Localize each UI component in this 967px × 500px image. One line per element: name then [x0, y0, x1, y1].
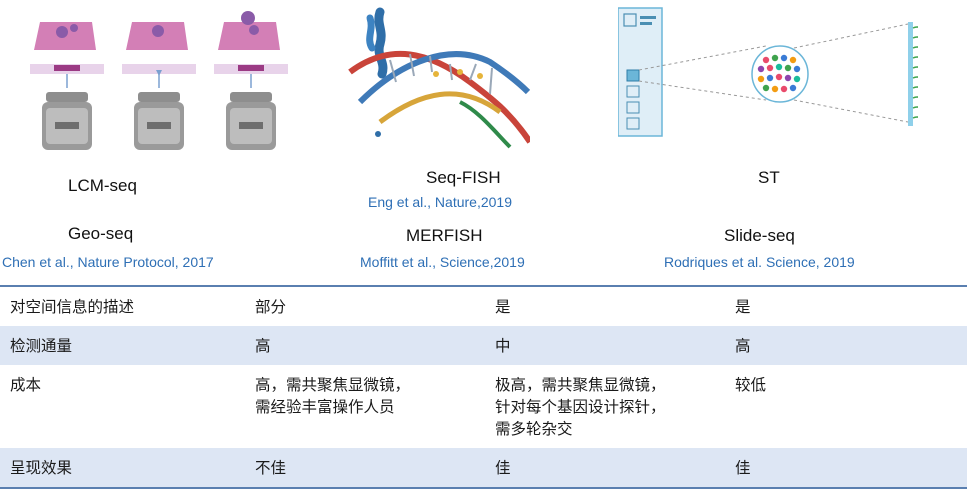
table-cell: 佳	[485, 448, 725, 489]
cell-line: 高，需共聚焦显微镜，	[255, 376, 411, 394]
row-header-cost: 成本	[10, 376, 42, 394]
cell-line: 需经验丰富操作人员	[255, 398, 395, 416]
method-label-seq-fish: Seq-FISH	[426, 168, 501, 187]
cell-line: 需多轮杂交	[495, 420, 573, 438]
citation-rodriques: Rodriques et al. Science, 2019	[664, 254, 855, 270]
comparison-table: 对空间信息的描述 部分 是 是 检测通量 高 中 高 成本 高，需共聚焦显微镜，…	[0, 285, 967, 489]
method-st-slideseq: ST Slide-seq Rodriques et al. Science, 2…	[618, 0, 967, 282]
method-label-merfish: MERFISH	[406, 226, 483, 245]
cell-line: 较低	[735, 376, 767, 394]
row-header-throughput: 检测通量	[0, 326, 245, 365]
cell-line: 极高，需共聚焦显微镜，	[495, 376, 666, 394]
method-lcm-geo: LCM-seq Geo-seq Chen et al., Nature Prot…	[0, 0, 320, 282]
citation-moffitt: Moffitt et al., Science,2019	[360, 254, 525, 270]
table-cell: 是	[485, 285, 725, 326]
table-cell: 高	[725, 326, 967, 365]
row-header-presentation: 呈现效果	[0, 448, 245, 489]
methods-figure: LCM-seq Geo-seq Chen et al., Nature Prot…	[0, 0, 967, 282]
lcm-illustration	[30, 11, 288, 150]
table-cell: 佳	[725, 448, 967, 489]
table-cell: 高	[245, 326, 485, 365]
row-header-spatial-info: 对空间信息的描述	[0, 285, 245, 326]
table-cell: 是	[725, 285, 967, 326]
method-label-st: ST	[758, 168, 780, 187]
table-row: 检测通量 高 中 高	[0, 326, 967, 365]
table-row: 成本 高，需共聚焦显微镜， 需经验丰富操作人员 极高，需共聚焦显微镜， 针对每个…	[0, 365, 967, 448]
table-cell: 极高，需共聚焦显微镜， 针对每个基因设计探针， 需多轮杂交	[485, 365, 725, 448]
table-cell: 部分	[245, 285, 485, 326]
cell-line: 针对每个基因设计探针，	[495, 398, 666, 416]
table-cell: 中	[485, 326, 725, 365]
table-cell: 高，需共聚焦显微镜， 需经验丰富操作人员	[245, 365, 485, 448]
method-label-slide-seq: Slide-seq	[724, 226, 795, 245]
method-seqfish-merfish: Seq-FISH Eng et al., Nature,2019 MERFISH…	[330, 0, 630, 282]
table-cell: 不佳	[245, 448, 485, 489]
method-label-geo-seq: Geo-seq	[68, 224, 134, 243]
citation-eng: Eng et al., Nature,2019	[368, 194, 512, 210]
dna-fish-illustration	[348, 7, 530, 149]
method-label-lcm-seq: LCM-seq	[68, 176, 137, 195]
table-row: 呈现效果 不佳 佳 佳	[0, 448, 967, 489]
st-illustration	[618, 7, 918, 137]
table-cell: 较低	[725, 365, 967, 448]
table-row: 对空间信息的描述 部分 是 是	[0, 285, 967, 326]
citation-chen: Chen et al., Nature Protocol, 2017	[2, 254, 214, 270]
